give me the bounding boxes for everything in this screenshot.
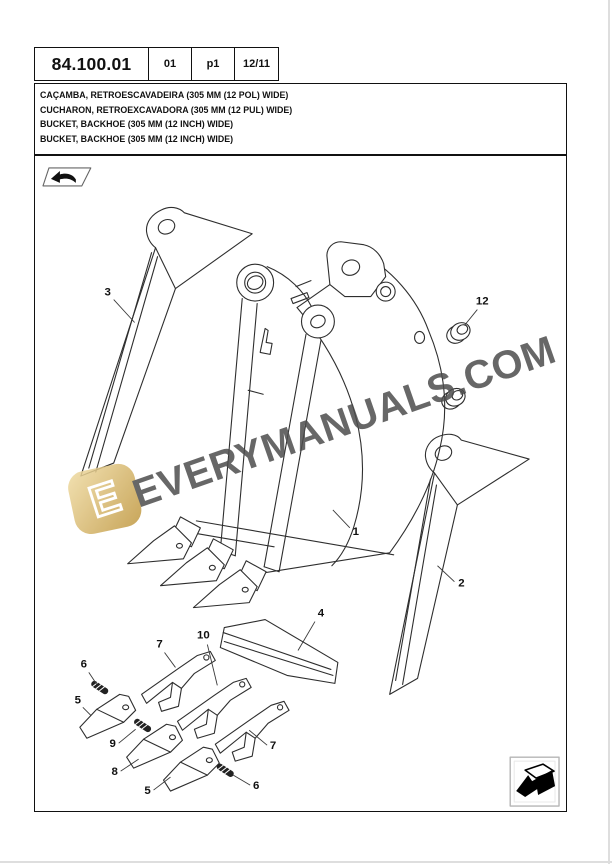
section-code: 84.100.01 — [35, 48, 149, 80]
tooth-point-5-upper — [79, 693, 137, 739]
part-callout-3: 3 — [105, 287, 111, 299]
page-edge-right — [608, 0, 610, 864]
description-box: CAÇAMBA, RETROESCAVADEIRA (305 MM (12 PO… — [34, 83, 567, 155]
page-edge-bottom — [0, 861, 612, 863]
side-cutter-left — [80, 206, 253, 477]
leader-line — [88, 672, 98, 685]
side-cutter-right — [389, 433, 530, 695]
leader-line — [118, 728, 136, 744]
tooth-point-5-lower — [162, 746, 220, 792]
leader-line — [233, 774, 251, 786]
description-line-pt: CAÇAMBA, RETROESCAVADEIRA (305 MM (12 PO… — [40, 90, 289, 100]
part-callout-1: 1 — [353, 526, 360, 538]
leader-line — [206, 644, 218, 686]
leader-line — [120, 758, 139, 772]
leader-line — [82, 706, 92, 716]
part-callout-6: 6 — [253, 780, 259, 792]
header-table: 84.100.01 01 p1 12/11 — [34, 47, 279, 81]
bushings — [441, 322, 471, 410]
description-line-es: CUCHARON, RETROEXCAVADORA (305 MM (12 PU… — [40, 104, 293, 115]
leader-line — [153, 776, 171, 791]
sheet-number: 01 — [149, 48, 192, 80]
roll-pin-6-lower — [216, 763, 234, 777]
tooth-point-8 — [126, 723, 183, 769]
cutting-edge — [219, 619, 339, 684]
part-callout-12: 12 — [476, 296, 489, 308]
leader-line — [437, 565, 455, 583]
tooth-adapter-10 — [176, 677, 252, 739]
description-line-en: BUCKET, BACKHOE (305 MM (12 INCH) WIDE) — [40, 119, 234, 130]
tooth-adapter-7-upper — [141, 650, 216, 712]
revision-date: 12/11 — [243, 58, 270, 70]
leader-line — [113, 299, 135, 323]
watermark-text: EVERYMANUALS.COM — [127, 328, 561, 517]
part-callout-9: 9 — [110, 738, 116, 750]
part-callout-5: 5 — [144, 785, 151, 797]
part-callout-6: 6 — [81, 658, 87, 670]
nav-arrow-icon[interactable] — [509, 756, 560, 807]
leader-line — [297, 621, 316, 651]
part-callout-7: 7 — [270, 740, 276, 752]
leader-line — [248, 729, 268, 746]
roll-pin-9 — [134, 718, 152, 733]
part-callout-5: 5 — [75, 694, 82, 706]
leader-line — [332, 509, 351, 529]
part-callout-7: 7 — [156, 638, 162, 650]
leader-line — [464, 309, 478, 326]
part-callout-4: 4 — [318, 608, 325, 620]
roll-pin-6-upper — [91, 680, 109, 695]
continuation-arrow-icon — [42, 167, 92, 187]
leader-line — [164, 652, 176, 668]
watermark-logo — [68, 463, 142, 535]
description-line-en2: BUCKET, BACKHOE (305 MM (12 INCH) WIDE) — [40, 133, 234, 144]
part-callout-2: 2 — [458, 578, 464, 590]
bucket — [127, 241, 446, 609]
tooth-adapter-7-lower — [214, 700, 290, 762]
page-number: p1 — [192, 48, 235, 80]
part-callout-10: 10 — [197, 630, 210, 642]
part-callout-8: 8 — [112, 766, 119, 778]
